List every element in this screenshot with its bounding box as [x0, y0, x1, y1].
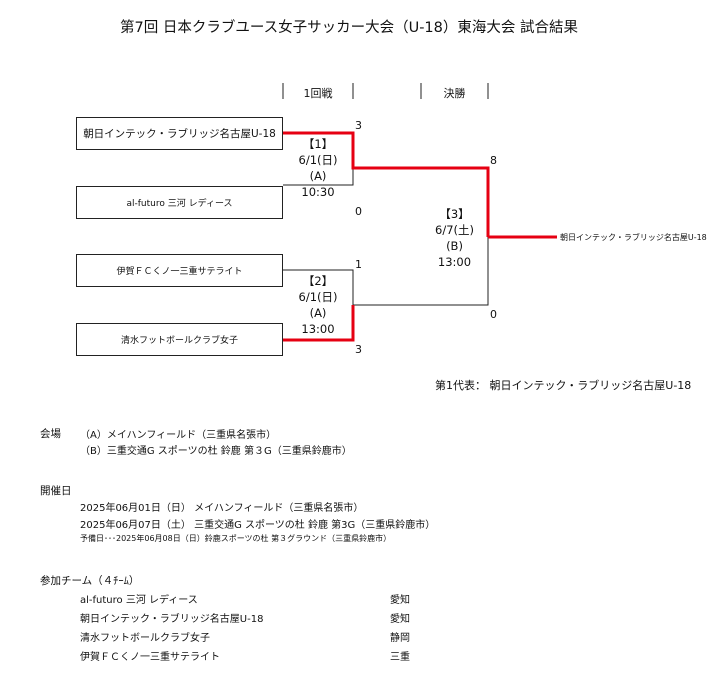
team-box-t3: 伊賀ＦＣくノ一三重サテライト: [76, 254, 283, 287]
m3-time: 13:00: [437, 255, 472, 269]
participant-team: 朝日インテック・ラブリッジ名古屋U-18: [80, 614, 264, 625]
match-info-m3: 【3】 6/7(土) (B) 13:00: [421, 206, 488, 270]
participant-team: al-futuro 三河 レディース: [80, 595, 198, 606]
final-label: 決勝: [443, 87, 466, 100]
m3-score-bottom: 0: [490, 308, 497, 321]
representative: 第1代表： 朝日インテック・ラブリッジ名古屋U-18: [435, 377, 691, 393]
participant-team: 清水フットボールクラブ女子: [80, 633, 210, 644]
m3-no: 【3】: [439, 207, 470, 221]
m1-no: 【1】: [302, 137, 334, 151]
representative-label: 第1代表：: [435, 379, 486, 392]
m3-lose-line: [353, 237, 489, 306]
participant-pref: 愛知: [390, 595, 410, 606]
team-box-t1: 朝日インテック・ラブリッジ名古屋U-18: [76, 117, 283, 150]
round-header-ticks: [282, 83, 489, 99]
m3-date: 6/7(土): [435, 223, 474, 237]
team-box-t2: al-futuro 三河 レディース: [76, 186, 283, 219]
m1-lose-line: [283, 168, 354, 186]
m2-score-bottom: 3: [355, 343, 362, 356]
champion-label: 朝日インテック・ラブリッジ名古屋U-18: [560, 233, 707, 242]
m2-lose-line: [283, 269, 354, 305]
m2-win-line: [283, 305, 355, 342]
match-info-m1: 【1】 6/1(日) (A) 10:30: [287, 136, 349, 200]
m2-score-top: 1: [355, 258, 362, 271]
match-info-m2: 【2】 6/1(日) (A) 13:00: [287, 273, 349, 337]
schedule-label: 開催日: [40, 485, 72, 497]
m1-score-bottom: 0: [355, 205, 362, 218]
venues-label: 会場: [40, 428, 61, 440]
schedule-day1: 2025年06月01日（日） メイハンフィールド（三重県名張市）: [80, 503, 364, 514]
m1-date: 6/1(日): [298, 153, 338, 167]
participant-pref: 愛知: [390, 614, 410, 625]
round1-label: 1回戦: [303, 87, 333, 100]
participant-pref: 静岡: [390, 633, 410, 644]
m3-score-top: 8: [490, 154, 497, 167]
m1-score-top: 3: [355, 119, 362, 132]
venue-a: （A）メイハンフィールド（三重県名張市）: [80, 430, 277, 441]
representative-team: 朝日インテック・ラブリッジ名古屋U-18: [489, 379, 692, 392]
m1-win-line: [283, 131, 490, 237]
schedule-day2: 2025年06月07日（土） 三重交通G スポーツの杜 鈴鹿 第3G（三重県鈴鹿…: [80, 520, 436, 531]
m2-time: 13:00: [301, 322, 335, 336]
m2-venue: (A): [309, 306, 327, 320]
participants-label: 参加チーム（４ﾁｰﾑ）: [40, 575, 140, 587]
m1-time: 10:30: [301, 185, 335, 199]
page-title: 第7回 日本クラブユース女子サッカー大会（U-18）東海大会 試合結果: [119, 20, 578, 36]
venue-b: （B）三重交通G スポーツの杜 鈴鹿 第３G（三重県鈴鹿市）: [80, 446, 352, 457]
m1-venue: (A): [309, 169, 327, 183]
participant-team: 伊賀ＦＣくノ一三重サテライト: [80, 652, 220, 663]
m2-no: 【2】: [302, 274, 334, 288]
team-box-t4: 清水フットボールクラブ女子: [76, 323, 283, 356]
participant-pref: 三重: [390, 652, 410, 663]
schedule-reserve: 予備日･･･2025年06月08日（日）鈴鹿スポーツの杜 第３グラウンド（三重県…: [80, 534, 392, 543]
m3-venue: (B): [446, 239, 463, 253]
m2-date: 6/1(日): [298, 290, 338, 304]
